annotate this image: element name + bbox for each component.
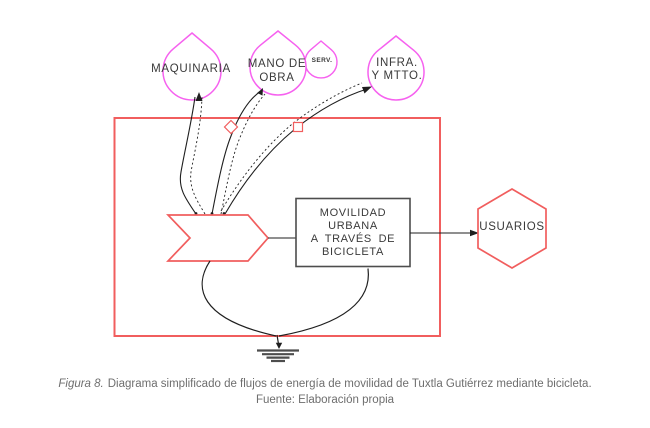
source-maquinaria: MAQUINARIA: [151, 32, 231, 101]
outflow-from-box: [278, 268, 369, 337]
arrowhead-mano-icon: [257, 88, 263, 96]
source-serv-label: SERV.: [312, 57, 333, 64]
source-mano-de-obra-label1: MANO DE: [248, 58, 307, 70]
transaction-square-icon: [292, 121, 304, 133]
interaction-arrow-shape: [166, 214, 270, 262]
money-flow-to-infra: [220, 82, 363, 212]
arrowhead-usuarios-icon: [470, 229, 479, 237]
caption-line1: Figura 8.Diagrama simplificado de flujos…: [0, 376, 650, 392]
source-infra-mtto-shape: [367, 35, 425, 101]
flow-to-mano-de-obra: [211, 90, 262, 215]
energy-flow-diagram: SERV. MANO DE OBRA MAQUINARIA INFRA. Y M…: [113, 30, 547, 363]
source-serv-shape: [304, 40, 338, 79]
heat-sink-icon: [257, 349, 299, 363]
consumer-hexagon: USUARIOS: [477, 188, 547, 269]
outflow-stem: [276, 334, 280, 345]
heat-sink-flows: [201, 260, 369, 345]
transaction-diamond-icon: [223, 119, 239, 135]
flow-to-maquinaria: [179, 96, 197, 215]
source-infra-mtto-label2: Y MTTO.: [371, 70, 422, 82]
consumer-label: USUARIOS: [479, 221, 545, 233]
process-box-line3: A TRAVÉS DE: [311, 232, 395, 245]
outflow-from-arrow: [201, 260, 277, 337]
money-flow-to-mano-de-obra: [220, 93, 266, 215]
process-box-line2: URBANA: [328, 220, 378, 232]
source-infra-mtto: INFRA. Y MTTO.: [367, 35, 425, 101]
source-mano-de-obra: MANO DE OBRA: [248, 30, 307, 96]
process-box-line1: MOVILIDAD: [320, 207, 386, 219]
source-mano-de-obra-label2: OBRA: [259, 72, 294, 84]
figure-number: Figura 8.: [58, 378, 104, 390]
source-mano-de-obra-shape: [249, 30, 307, 96]
process-box: MOVILIDAD URBANA A TRAVÉS DE BICICLETA: [295, 197, 411, 268]
flow-to-infra: [224, 88, 368, 215]
flow-arrowheads: [194, 86, 372, 215]
energy-flow-lines: [179, 82, 368, 215]
arrowhead-maquinaria-icon: [195, 92, 203, 101]
caption-source: Fuente: Elaboración propia: [255, 394, 395, 406]
arrowhead-heat-sink-icon: [275, 342, 283, 349]
consumer-hexagon-shape: [477, 188, 547, 269]
source-maquinaria-shape: [162, 32, 222, 101]
source-maquinaria-label: MAQUINARIA: [151, 63, 231, 75]
caption-description: Diagrama simplificado de flujos de energ…: [107, 378, 592, 390]
money-flow-to-maquinaria: [190, 96, 206, 215]
source-infra-mtto-label1: INFRA.: [376, 57, 418, 69]
process-box-line4: BICICLETA: [322, 246, 384, 258]
arrowhead-infra-icon: [362, 86, 372, 94]
figure-caption: Figura 8.Diagrama simplificado de flujos…: [0, 376, 650, 408]
source-serv: SERV.: [304, 40, 338, 79]
